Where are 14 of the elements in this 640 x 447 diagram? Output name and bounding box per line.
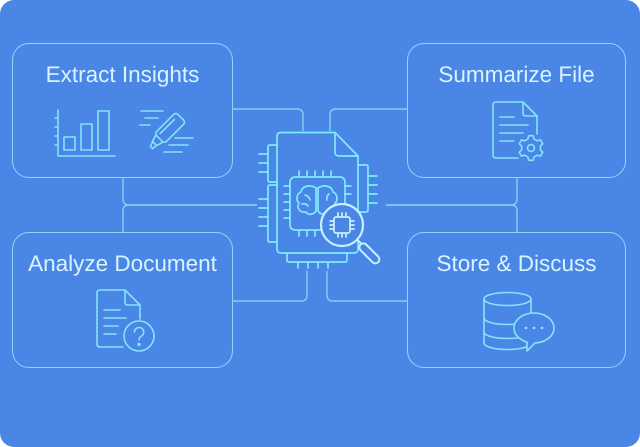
card-title: Store & Discuss [436, 251, 597, 277]
card-title: Summarize File [438, 62, 595, 88]
connector-line [233, 271, 308, 302]
connector-line [233, 108, 304, 131]
feature-card [12, 232, 233, 368]
feature-card [407, 43, 626, 178]
connector-line [386, 204, 518, 232]
card-title: Extract Insights [46, 62, 200, 88]
connector-line [326, 271, 407, 302]
feature-card [12, 43, 233, 178]
feature-card [407, 232, 626, 368]
connector-line [122, 204, 257, 232]
connector-line [329, 108, 407, 131]
card-title: Analyze Document [28, 251, 217, 277]
